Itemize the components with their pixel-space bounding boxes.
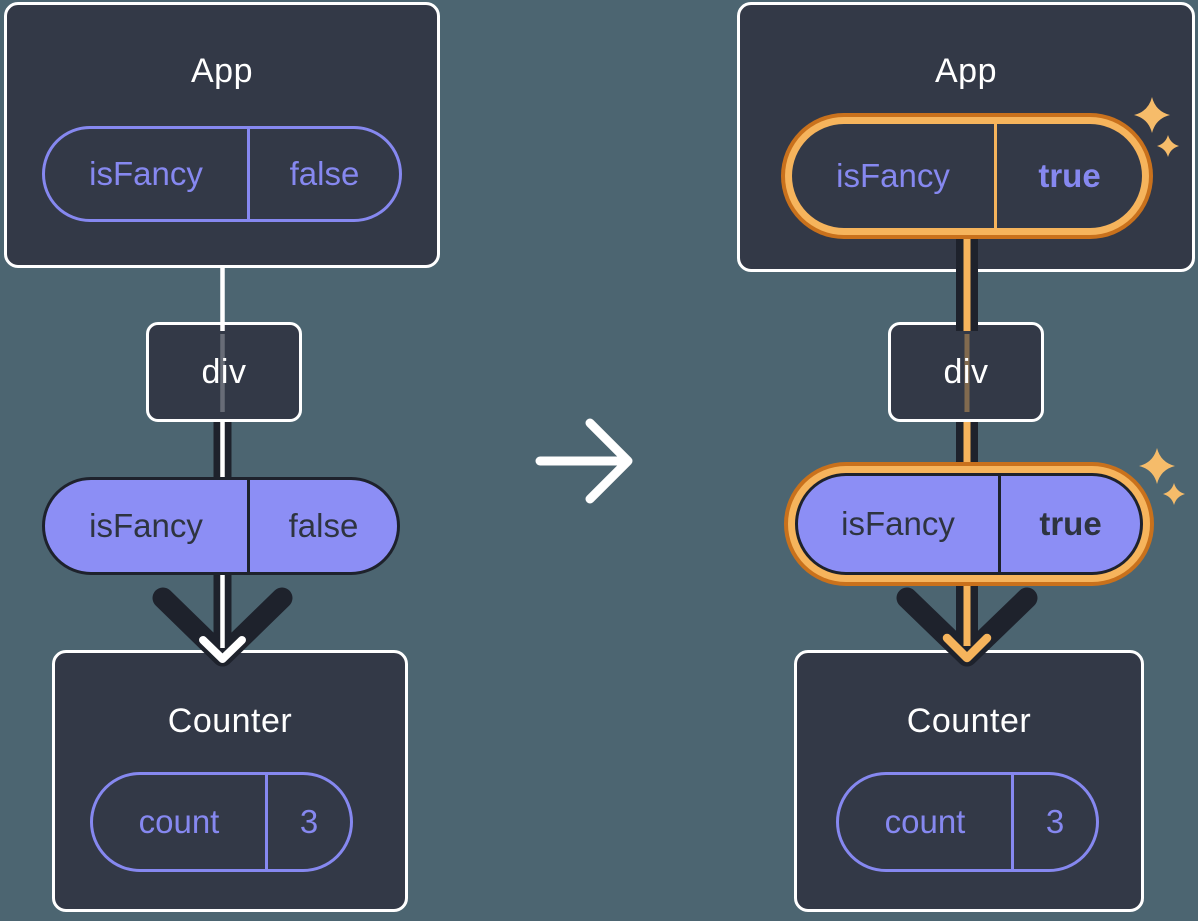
right-app-prop-highlight-ring: isFancy true xyxy=(781,113,1153,239)
prop-name: isFancy xyxy=(792,124,997,228)
right-passed-prop-pill: isFancy true xyxy=(795,473,1143,575)
left-app-prop-pill: isFancy false xyxy=(42,126,402,222)
right-passed-prop-highlight-ring: isFancy true xyxy=(784,462,1154,586)
right-counter-state-pill: count 3 xyxy=(836,772,1099,872)
left-arrow-down-icon xyxy=(152,587,293,667)
left-passed-prop-pill: isFancy false xyxy=(42,477,400,575)
right-arrow-down-icon xyxy=(896,587,1038,667)
highlight-ring-inner: isFancy true xyxy=(788,466,1150,582)
prop-value: false xyxy=(289,155,360,192)
right-app-prop-pill: isFancy true xyxy=(792,124,1142,228)
state-name: count xyxy=(93,775,268,869)
sparkle-icon xyxy=(1163,483,1185,505)
left-div-label: div xyxy=(201,352,247,391)
state-value: 3 xyxy=(299,803,319,840)
prop-name: isFancy xyxy=(798,476,1001,572)
right-app-title: App xyxy=(935,52,997,90)
sparkle-icon xyxy=(1139,448,1175,484)
left-counter-title: Counter xyxy=(167,702,293,740)
state-name: count xyxy=(839,775,1014,869)
prop-value: true xyxy=(1039,505,1102,542)
right-counter-box: Counter xyxy=(794,650,1144,912)
left-div-box: div xyxy=(146,322,302,422)
right-div-label: div xyxy=(943,352,989,391)
prop-name: isFancy xyxy=(45,480,250,572)
prop-value: false xyxy=(288,507,359,544)
right-counter-title: Counter xyxy=(906,702,1032,740)
prop-value: true xyxy=(1038,157,1101,194)
prop-name: isFancy xyxy=(45,129,250,219)
right-div-box: div xyxy=(888,322,1044,422)
highlight-ring-inner: isFancy true xyxy=(785,117,1149,235)
left-app-title: App xyxy=(191,52,253,90)
state-value: 3 xyxy=(1045,803,1065,840)
left-counter-state-pill: count 3 xyxy=(90,772,353,872)
arrow-right-head-icon xyxy=(585,418,633,504)
